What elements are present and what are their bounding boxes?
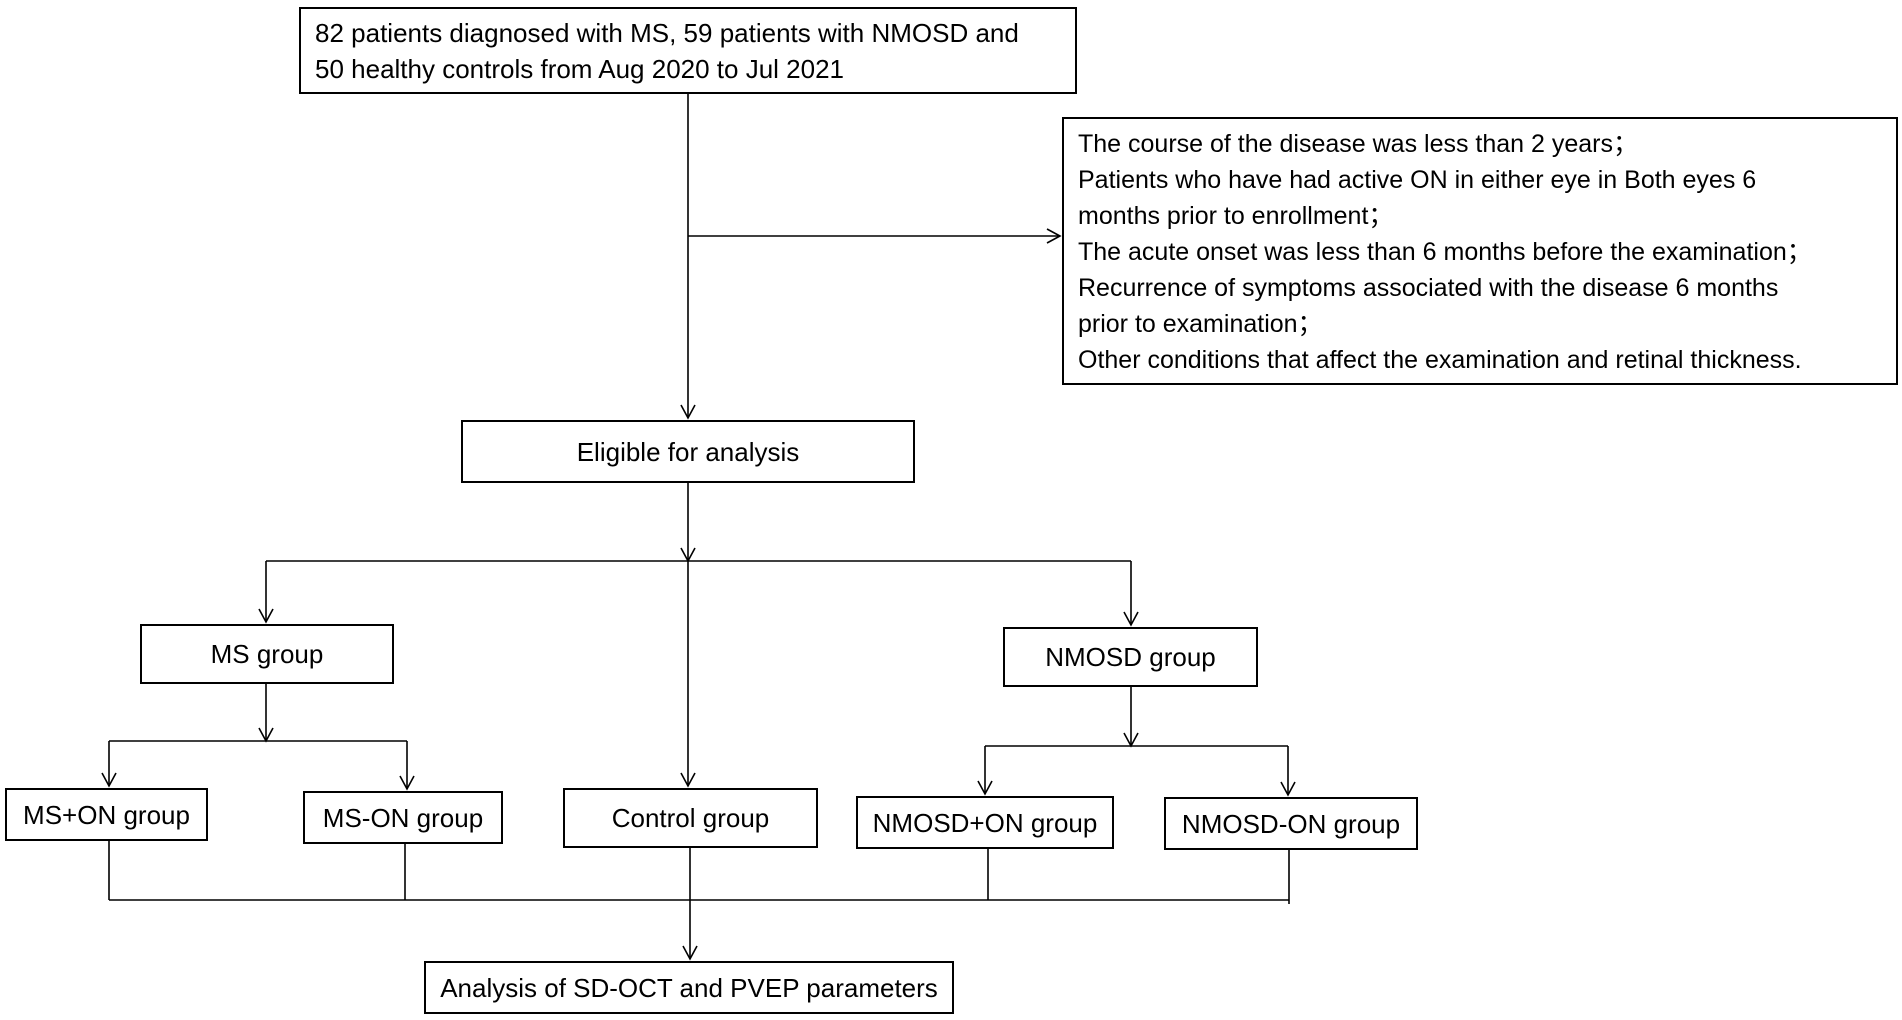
control-group-label: Control group xyxy=(611,803,770,833)
source-line-1: 82 patients diagnosed with MS, 59 patien… xyxy=(315,18,1019,48)
exclusion-criteria-box: The course of the disease was less than … xyxy=(1062,117,1898,385)
ms-group-box: MS group xyxy=(140,624,394,684)
nmosd-group-box: NMOSD group xyxy=(1003,627,1258,687)
analysis-label: Analysis of SD-OCT and PVEP parameters xyxy=(440,972,938,1003)
source-population-box: 82 patients diagnosed with MS, 59 patien… xyxy=(299,7,1077,94)
ms-on-group-box: MS+ON group xyxy=(5,788,208,841)
nmosd-minus-on-group-label: NMOSD-ON group xyxy=(1181,808,1401,839)
nmosd-group-label: NMOSD group xyxy=(1045,642,1216,672)
control-group-box: Control group xyxy=(563,788,818,848)
source-line-2: 50 healthy controls from Aug 2020 to Jul… xyxy=(315,54,845,84)
ms-minus-on-group-box: MS-ON group xyxy=(303,791,503,844)
nmosd-on-group-box: NMOSD+ON group xyxy=(856,796,1114,849)
ms-minus-on-group-label: MS-ON group xyxy=(322,802,484,833)
exclusion-line-6: prior to examination； xyxy=(1078,310,1323,338)
exclusion-line-1: The course of the disease was less than … xyxy=(1078,130,1639,158)
eligible-label: Eligible for analysis xyxy=(576,436,800,467)
ms-on-group-label: MS+ON group xyxy=(23,799,190,830)
analysis-parameters-box: Analysis of SD-OCT and PVEP parameters xyxy=(424,961,954,1014)
exclusion-line-4: The acute onset was less than 6 months b… xyxy=(1078,238,1812,266)
exclusion-line-2: Patients who have had active ON in eithe… xyxy=(1078,166,1757,194)
nmosd-minus-on-group-box: NMOSD-ON group xyxy=(1164,797,1418,850)
ms-group-label: MS group xyxy=(210,639,324,669)
nmosd-on-group-label: NMOSD+ON group xyxy=(872,807,1098,838)
exclusion-line-7: Other conditions that affect the examina… xyxy=(1078,346,1802,374)
eligible-for-analysis-box: Eligible for analysis xyxy=(461,420,915,483)
exclusion-line-3: months prior to enrollment； xyxy=(1078,202,1394,230)
exclusion-line-5: Recurrence of symptoms associated with t… xyxy=(1078,274,1779,302)
